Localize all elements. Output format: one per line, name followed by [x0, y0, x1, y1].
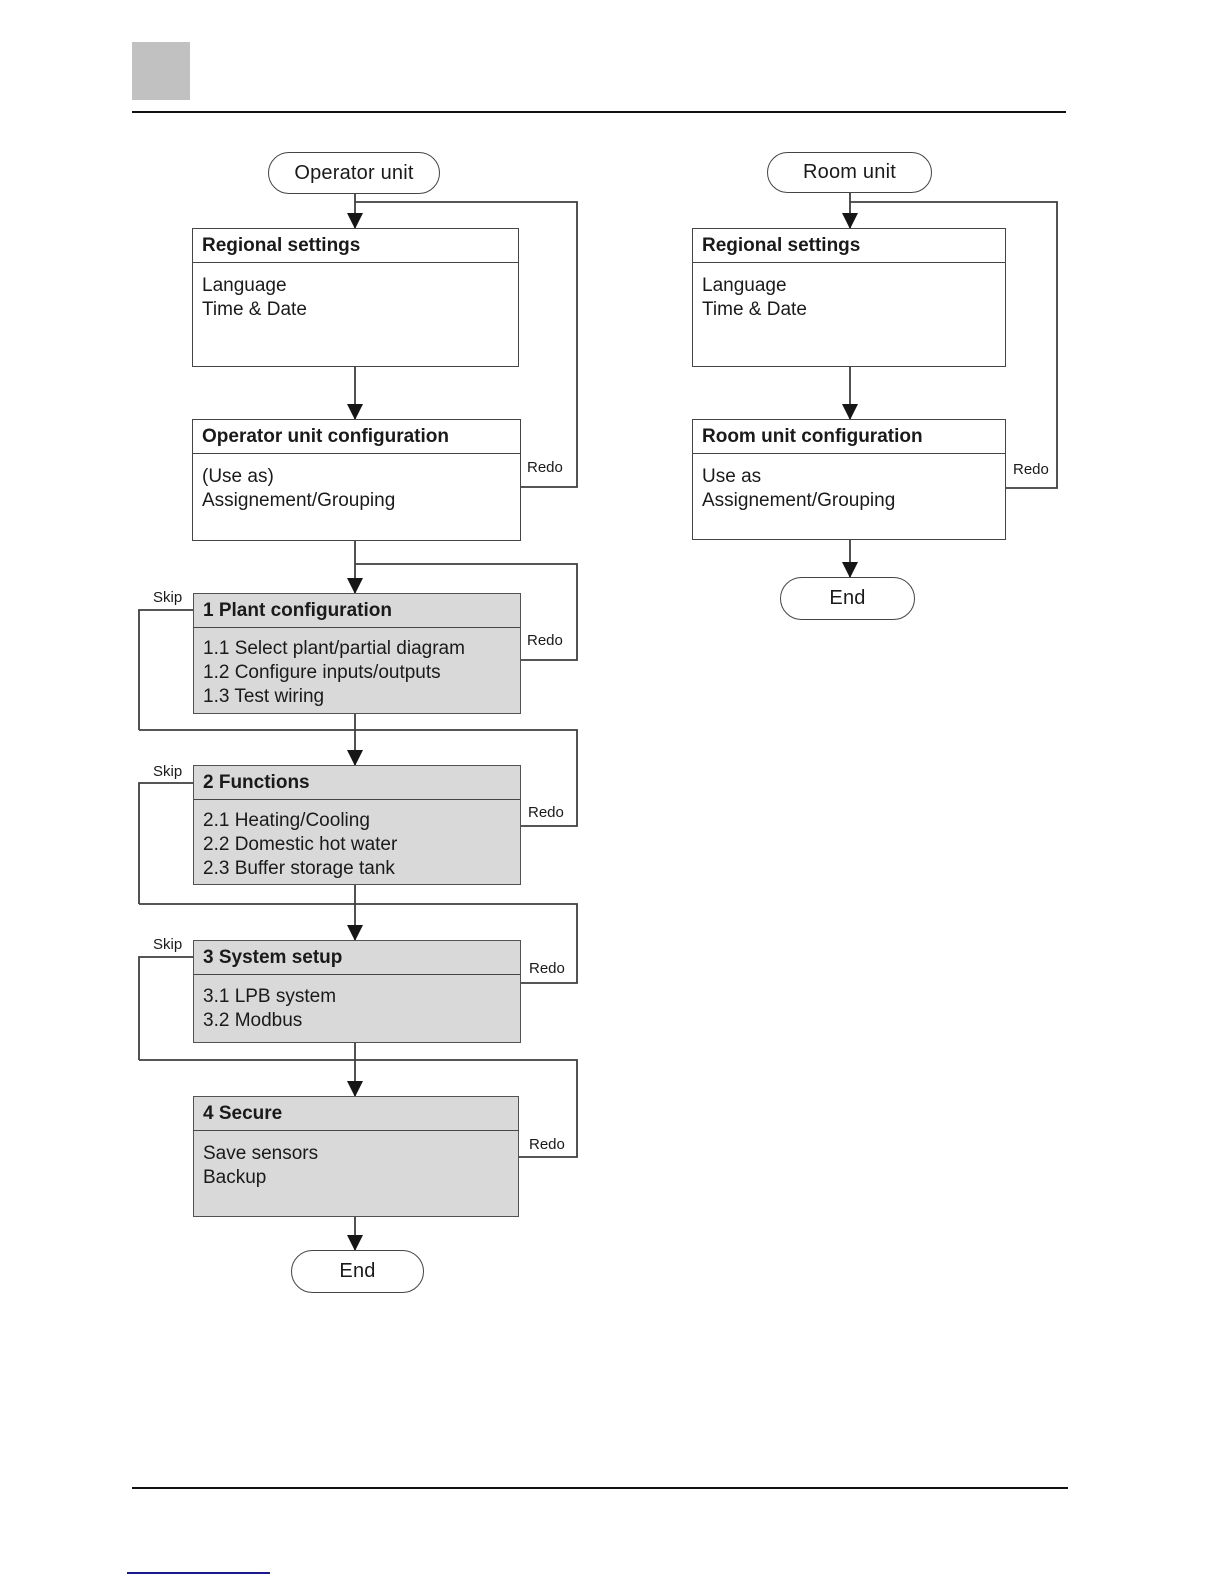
end-node-left: End — [291, 1250, 424, 1293]
redo-label-secure: Redo — [529, 1136, 565, 1153]
arrowhead-regional-left — [347, 213, 363, 229]
flow-step-line: 2.3 Buffer storage tank — [203, 858, 395, 879]
flow-step-line: Time & Date — [702, 299, 807, 320]
flow-step-title: 3 System setup — [194, 941, 520, 975]
flow-step-regional-settings-left: Regional settings Language Time & Date — [192, 228, 519, 367]
flow-step-title: 1 Plant configuration — [194, 594, 520, 628]
redo-label-plant: Redo — [527, 632, 563, 649]
flow-step-line: 3.2 Modbus — [203, 1010, 303, 1031]
arrowhead-plant — [347, 578, 363, 594]
flow-step-body: (Use as) Assignement/Grouping — [193, 454, 520, 513]
flow-step-title: Operator unit configuration — [193, 420, 520, 454]
flow-step-functions: 2 Functions 2.1 Heating/Cooling 2.2 Dome… — [193, 765, 521, 885]
flow-step-line: (Use as) — [202, 466, 274, 487]
header-rule — [132, 111, 1066, 113]
arrowhead-end-right — [842, 562, 858, 578]
connector-skip-system — [138, 956, 193, 1060]
connector-skip-functions — [138, 782, 193, 904]
skip-label-plant: Skip — [153, 589, 183, 606]
flow-step-line: Time & Date — [202, 299, 307, 320]
skip-label-system: Skip — [153, 936, 183, 953]
redo-label-operator-config: Redo — [527, 459, 563, 476]
start-node-room-unit: Room unit — [767, 152, 932, 193]
end-node-label: End — [829, 587, 866, 609]
flow-step-line: Assignement/Grouping — [702, 490, 896, 511]
end-node-right: End — [780, 577, 915, 620]
flow-step-line: Assignement/Grouping — [202, 490, 396, 511]
flow-step-line: Language — [702, 275, 787, 296]
flow-step-body: Save sensors Backup — [194, 1131, 518, 1190]
redo-label-system: Redo — [529, 960, 565, 977]
flow-step-line: Language — [202, 275, 287, 296]
end-node-label: End — [339, 1260, 376, 1282]
flow-step-line: 1.2 Configure inputs/outputs — [203, 662, 441, 683]
flow-step-operator-unit-configuration: Operator unit configuration (Use as) Ass… — [192, 419, 521, 541]
flow-step-plant-configuration: 1 Plant configuration 1.1 Select plant/p… — [193, 593, 521, 714]
flow-step-line: 1.3 Test wiring — [203, 686, 325, 707]
redo-label-functions: Redo — [528, 804, 564, 821]
flow-step-line: 2.1 Heating/Cooling — [203, 810, 370, 831]
flow-step-body: Use as Assignement/Grouping — [693, 454, 1005, 513]
start-node-label: Operator unit — [294, 161, 414, 184]
arrowhead-regional-right — [842, 213, 858, 229]
footnote-rule — [127, 1572, 270, 1574]
flow-step-regional-settings-right: Regional settings Language Time & Date — [692, 228, 1006, 367]
arrowhead-config-left — [347, 404, 363, 420]
flow-step-line: Backup — [203, 1167, 267, 1188]
start-node-operator-unit: Operator unit — [268, 152, 440, 194]
flow-step-secure: 4 Secure Save sensors Backup — [193, 1096, 519, 1217]
connector-skip-plant — [138, 609, 193, 730]
flow-step-line: Save sensors — [203, 1143, 319, 1164]
flow-step-body: 2.1 Heating/Cooling 2.2 Domestic hot wat… — [194, 800, 520, 881]
footer-rule — [132, 1487, 1068, 1489]
flow-step-system-setup: 3 System setup 3.1 LPB system 3.2 Modbus — [193, 940, 521, 1043]
arrowhead-secure — [347, 1081, 363, 1097]
redo-label-room-config: Redo — [1013, 461, 1049, 478]
skip-label-functions: Skip — [153, 763, 183, 780]
arrowhead-functions — [347, 750, 363, 766]
arrowhead-system — [347, 925, 363, 941]
flow-step-line: 3.1 LPB system — [203, 986, 337, 1007]
flow-step-title: Regional settings — [193, 229, 518, 263]
flow-step-body: 3.1 LPB system 3.2 Modbus — [194, 975, 520, 1033]
arrowhead-config-right — [842, 404, 858, 420]
start-node-label: Room unit — [803, 161, 896, 183]
flow-step-title: Regional settings — [693, 229, 1005, 263]
flow-step-body: 1.1 Select plant/partial diagram 1.2 Con… — [194, 628, 520, 709]
flow-step-line: Use as — [702, 466, 762, 487]
flow-step-line: 1.1 Select plant/partial diagram — [203, 638, 465, 659]
flow-step-title: Room unit configuration — [693, 420, 1005, 454]
arrowhead-end-left — [347, 1235, 363, 1251]
header-placeholder-square — [132, 42, 190, 100]
flow-step-line: 2.2 Domestic hot water — [203, 834, 398, 855]
flow-step-title: 2 Functions — [194, 766, 520, 800]
flow-step-title: 4 Secure — [194, 1097, 518, 1131]
flow-step-body: Language Time & Date — [193, 263, 518, 322]
flow-step-room-unit-configuration: Room unit configuration Use as Assigneme… — [692, 419, 1006, 540]
flow-step-body: Language Time & Date — [693, 263, 1005, 322]
